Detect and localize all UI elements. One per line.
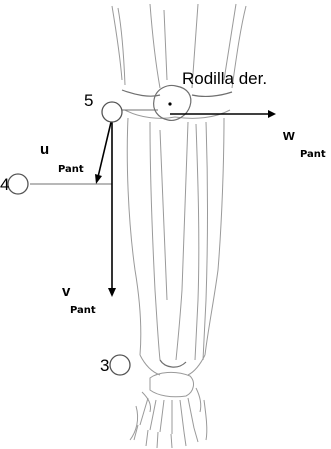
marker-4-label: 4	[0, 175, 9, 194]
axis-w-subscript: Pant	[300, 149, 326, 160]
axis-v-vector	[108, 118, 116, 297]
axis-v-symbol: v	[62, 283, 71, 300]
axis-v-subscript: Pant	[70, 305, 96, 316]
marker-5-label: 5	[84, 91, 93, 110]
marker-3-label: 3	[100, 356, 109, 375]
knee-center-dot	[168, 102, 171, 105]
axis-u-symbol: u	[40, 141, 49, 158]
marker-4-circle	[8, 174, 28, 194]
foot-bones	[130, 372, 207, 448]
axis-u-subscript: Pant	[58, 164, 84, 175]
axis-w-symbol: w	[282, 127, 295, 144]
knee-label: Rodilla der.	[182, 69, 267, 88]
marker-5-circle	[102, 102, 122, 122]
marker-3-circle	[110, 355, 130, 375]
leg-outline	[112, 4, 246, 375]
patella	[154, 86, 191, 121]
axis-u-vector	[95, 118, 112, 184]
axis-w-vector	[170, 110, 276, 118]
